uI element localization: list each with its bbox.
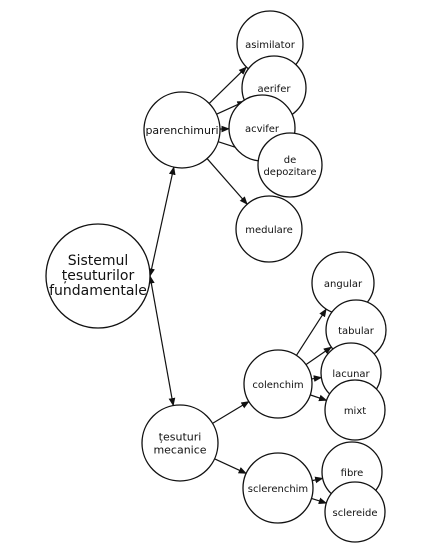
node-root-label: țesuturilor <box>62 268 135 284</box>
node-angular-label: angular <box>324 279 363 290</box>
node-sclerenchim-label: sclerenchim <box>248 484 308 495</box>
node-sclerenchim: sclerenchim <box>242 452 314 524</box>
arrow-sclen-to-scler <box>311 497 328 505</box>
node-lacunar-label: lacunar <box>332 369 370 380</box>
arrow-colen-to-ang <box>295 308 327 356</box>
node-colenchim-label: colenchim <box>252 380 303 391</box>
node-de-depozitare-circle <box>257 132 323 198</box>
node-sclereide-label: sclereide <box>333 508 378 519</box>
node-de-depozitare-label: depozitare <box>263 167 316 178</box>
node-asimilator-label: asimilator <box>245 40 296 51</box>
node-root-label: fundamentale <box>49 283 147 299</box>
node-medulare-label: medulare <box>245 225 293 236</box>
node-parenchimuri-circle <box>143 91 221 169</box>
node-root-label: Sistemul <box>68 253 129 269</box>
node-mixt-label: mixt <box>344 406 366 417</box>
node-tesuturi-mecanice-circle <box>141 404 219 482</box>
node-sclerenchim-circle <box>242 452 314 524</box>
node-fibre-label: fibre <box>341 468 364 479</box>
node-tabular-label: tabular <box>338 326 375 337</box>
arrow-colen-to-tab <box>305 346 333 366</box>
arrow-parench-to-asim <box>208 66 247 104</box>
node-aerifer-label: aerifer <box>258 84 292 95</box>
node-colenchim: colenchim <box>243 349 313 419</box>
node-sclereide-circle <box>324 481 386 543</box>
node-parenchimuri: parenchimuri <box>143 91 221 169</box>
node-medulare-circle <box>235 195 303 263</box>
node-medulare: medulare <box>235 195 303 263</box>
arrow-colen-to-mixt <box>310 394 328 402</box>
arrow-mecan-to-sclen <box>214 458 247 474</box>
arrow-colen-to-lac <box>311 375 323 382</box>
node-mixt: mixt <box>324 379 386 441</box>
node-mixt-circle <box>324 379 386 441</box>
arrow-root-to-mecan <box>148 275 176 407</box>
arrow-sclen-to-fibre <box>312 476 324 484</box>
node-colenchim-circle <box>243 349 313 419</box>
node-sclereide: sclereide <box>324 481 386 543</box>
node-de-depozitare-label: de <box>284 155 297 166</box>
node-acvifer-label: acvifer <box>245 124 280 135</box>
arrow-parench-to-medul <box>206 158 248 205</box>
node-root-circle <box>45 223 151 329</box>
node-tesuturi-mecanice-label: țesuturi <box>159 431 202 444</box>
node-tesuturi-mecanice-label: mecanice <box>153 444 206 457</box>
arrow-root-to-parench <box>148 166 176 277</box>
node-parenchimuri-label: parenchimuri <box>145 124 218 137</box>
arrow-mecan-to-colen <box>212 401 250 424</box>
